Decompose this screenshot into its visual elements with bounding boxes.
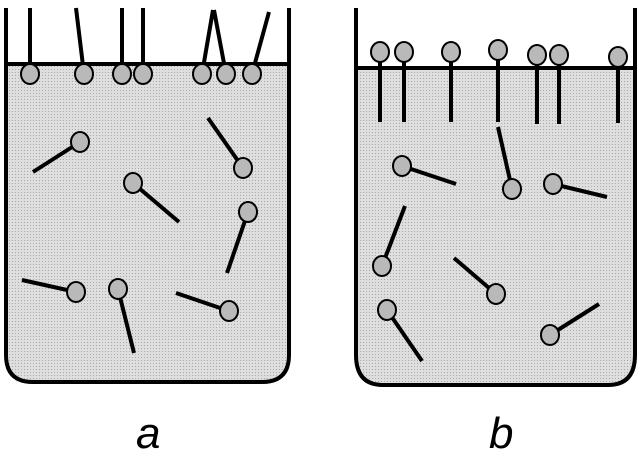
panel-b-molecule [392, 155, 457, 186]
molecule-head [370, 41, 390, 63]
molecule-head [192, 63, 212, 85]
panel-label-b: b [489, 409, 514, 458]
molecule-head [377, 299, 397, 321]
molecule-head [441, 41, 461, 63]
beaker-wall-a [4, 8, 291, 384]
panel-a-molecule [225, 201, 258, 274]
panel-b-molecule [543, 173, 608, 199]
panel-b-molecule [549, 44, 569, 124]
molecule-head [112, 63, 132, 85]
panel-a-molecule [108, 278, 136, 354]
molecule-head [527, 44, 547, 66]
beaker-wall-b [354, 8, 637, 387]
molecule-head [486, 283, 506, 305]
panel-b-molecule [441, 41, 461, 122]
molecule-head [372, 255, 392, 277]
molecules-b [370, 39, 628, 363]
molecule-head [549, 44, 569, 66]
liquid-b [356, 68, 635, 385]
beaker-a [4, 7, 291, 384]
panel-a-molecule [212, 9, 236, 85]
molecule-head [608, 46, 628, 68]
panel-a-molecule [192, 9, 215, 85]
molecule-head [394, 41, 414, 63]
panel-b-molecule [496, 126, 522, 200]
molecule-head [66, 281, 86, 303]
panel-b-molecule [372, 205, 407, 277]
molecule-head [108, 278, 128, 300]
molecule-head [70, 131, 90, 153]
molecule-head [502, 178, 522, 200]
panel-a-molecule [123, 172, 181, 224]
panel-a-molecule [20, 8, 40, 85]
molecule-head [242, 63, 262, 85]
panel-b-molecule [377, 299, 424, 363]
molecule-head [543, 173, 563, 195]
liquid-a [6, 64, 289, 382]
molecule-tail [116, 288, 136, 354]
beaker-b [354, 8, 637, 387]
molecule-tail [74, 7, 86, 75]
panel-a-molecule [133, 8, 153, 85]
molecule-head [20, 63, 40, 85]
molecule-head [540, 324, 560, 346]
panel-a-molecule [74, 7, 94, 85]
panel-a-molecule [206, 116, 253, 179]
panel-a-molecule [242, 11, 271, 85]
molecule-head [233, 157, 253, 179]
molecule-head [238, 201, 258, 223]
molecule-head [216, 63, 236, 85]
panel-b-molecule [370, 41, 390, 122]
molecule-head [488, 39, 508, 61]
panel-b-molecule [394, 41, 414, 122]
panel-a-molecule [112, 8, 132, 85]
molecule-head [219, 300, 239, 322]
panel-a-molecule [21, 278, 86, 303]
panel-b-molecule [527, 44, 547, 124]
panel-b-molecule [540, 302, 601, 346]
molecule-head [133, 63, 153, 85]
molecule-head [74, 63, 94, 85]
panel-label-a: a [136, 409, 161, 458]
panel-b-molecule [608, 46, 628, 123]
molecule-head [123, 172, 143, 194]
panel-a-molecule [175, 291, 239, 322]
panel-b-molecule [452, 256, 506, 305]
panel-b-molecule [488, 39, 508, 122]
panel-a-molecule [31, 131, 90, 174]
molecule-head [392, 155, 412, 177]
molecules-a [20, 7, 271, 354]
